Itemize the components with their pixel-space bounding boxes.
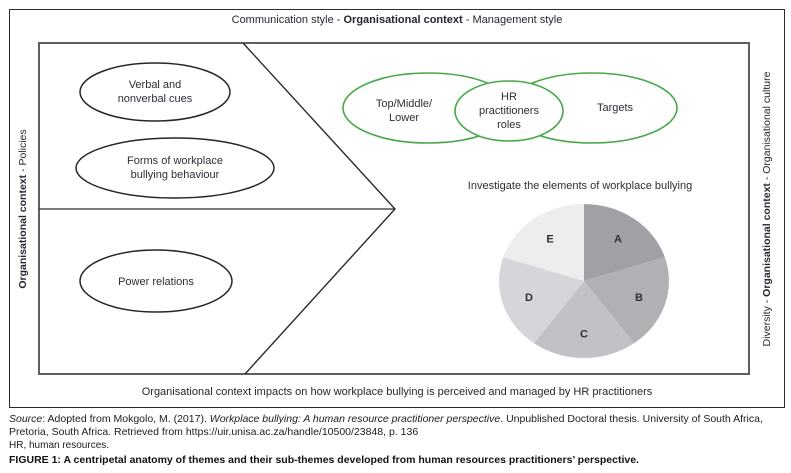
right-axis-label-left: Diversity - <box>761 296 773 347</box>
source-citation-segment: : Adopted from Mokgolo, M. (2017). <box>42 413 210 425</box>
left-axis-label-rest: - Policies <box>17 129 29 175</box>
top-axis-label: Communication style - Organisational con… <box>9 14 785 27</box>
bottom-axis-label: Organisational context impacts on how wo… <box>141 386 653 398</box>
source-citation: Source: Adopted from Mokgolo, M. (2017).… <box>9 413 785 439</box>
top-axis-label-left: Communication style - <box>231 14 344 26</box>
source-citation-segment: . Unpublished Doctoral thesis. Universit… <box>9 413 763 438</box>
top-axis-label-right: - Management style <box>462 14 563 26</box>
source-citation-segment: Source <box>9 413 43 425</box>
label-forms-of-bullying: Forms of workplace bullying behaviour <box>127 155 223 181</box>
left-axis-label: Organisational context - Policies <box>16 39 30 379</box>
abbreviation-note: HR, human resources. <box>9 440 110 451</box>
right-axis-label-right: - Organisational culture <box>761 71 773 184</box>
label-power-relations: Power relations <box>118 276 194 288</box>
top-axis-label-bold: Organisational context <box>343 14 463 26</box>
label-hr-practitioners-roles: HR practitioners roles <box>479 91 539 131</box>
left-axis-label-bold: Organisational context <box>17 174 29 289</box>
right-axis-label: Diversity - Organisational context - Org… <box>760 39 774 379</box>
right-axis-label-bold: Organisational context <box>761 183 773 297</box>
label-top-middle-lower: Top/Middle/ Lower <box>375 98 433 124</box>
label-verbal-nonverbal-cues: Verbal and nonverbal cues <box>117 79 193 105</box>
source-citation-segment: Workplace bullying: A human resource pra… <box>209 413 501 425</box>
figure-caption: FIGURE 1: A centripetal anatomy of theme… <box>9 454 639 466</box>
label-targets: Targets <box>596 102 634 114</box>
pie-chart-title: Investigate the elements of workplace bu… <box>467 180 693 192</box>
